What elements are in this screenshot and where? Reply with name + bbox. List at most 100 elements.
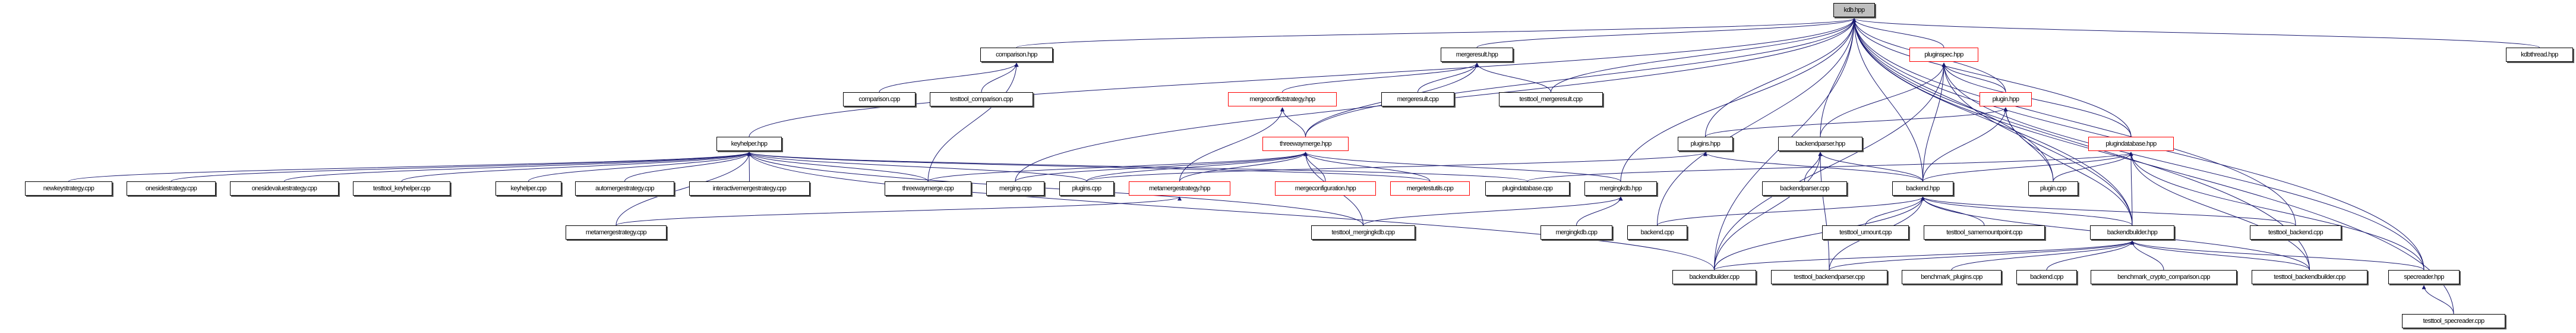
edge-plugins-cpp-to-keyhelper-hpp	[747, 152, 1087, 182]
node-automergestrategy-cpp[interactable]: automergestrategy.cpp	[575, 181, 674, 196]
edge-plugins-cpp-to-threewaymerge-hpp	[1086, 152, 1308, 182]
edge-threewaymerge-hpp-to-kdb-hpp	[1305, 18, 1857, 137]
node-kdb-hpp[interactable]: kdb.hpp	[1833, 3, 1875, 17]
edge-plugindatabase-hpp-to-kdb-hpp	[1852, 18, 2132, 137]
node-comparison-cpp[interactable]: comparison.cpp	[843, 92, 916, 106]
node-backendbuilder-hpp[interactable]: backendbuilder.hpp	[2090, 225, 2174, 240]
node-keyhelper-hpp[interactable]: keyhelper.hpp	[716, 137, 782, 151]
edge-mergetestutils-cpp-to-threewaymerge-hpp	[1303, 152, 1431, 182]
edge-testtool-umount-cpp-to-backend-hpp	[1865, 196, 1925, 226]
edge-backendbuilder-hpp-to-backend-hpp	[1921, 196, 2133, 226]
node-backend-cpp-b[interactable]: backend.cpp	[2016, 270, 2077, 284]
edge-backend-hpp-to-backendparser-hpp	[1818, 152, 1923, 182]
node-onesidevaluestrategy-cpp[interactable]: onesidevaluestrategy.cpp	[230, 181, 339, 196]
node-backend-hpp[interactable]: backend.hpp	[1892, 181, 1953, 196]
edge-backend-hpp-to-plugins-hpp	[1703, 152, 1923, 182]
edge-testtool-backend-cpp-to-kdb-hpp	[1852, 18, 2296, 226]
edge-metamergestrategy-hpp-to-threewaymerge-hpp	[1179, 152, 1308, 182]
edge-plugins-cpp-to-plugins-hpp	[1086, 152, 1707, 182]
node-testtool-umount-cpp[interactable]: testtool_umount.cpp	[1822, 225, 1909, 240]
edge-testtool-backendparser-cpp-to-backendparser-hpp	[1818, 152, 1830, 271]
node-threewaymerge-cpp[interactable]: threewaymerge.cpp	[885, 181, 971, 196]
node-newkeystrategy-cpp[interactable]: newkeystrategy.cpp	[25, 181, 112, 196]
edge-metamergestrategy-cpp-to-keyhelper-hpp	[615, 152, 752, 226]
node-mergeresult-cpp[interactable]: mergeresult.cpp	[1381, 92, 1454, 106]
node-threewaymerge-hpp[interactable]: threewaymerge.hpp	[1262, 137, 1349, 151]
edge-testtool-comparison-cpp-to-comparison-hpp	[981, 62, 1019, 93]
node-comparison-hpp[interactable]: comparison.hpp	[980, 48, 1053, 62]
node-backendparser-hpp[interactable]: backendparser.hpp	[1778, 137, 1862, 151]
node-testtool-mergeresult-cpp[interactable]: testtool_mergeresult.cpp	[1499, 92, 1603, 106]
node-testtool-mergingkdb-cpp[interactable]: testtool_mergingkdb.cpp	[1311, 225, 1415, 240]
node-plugindatabase-hpp[interactable]: plugindatabase.hpp	[2088, 137, 2174, 151]
edge-backendbuilder-cpp-to-backendparser-hpp	[1714, 152, 1823, 271]
edge-plugindatabase-cpp-to-plugindatabase-hpp	[1527, 152, 2133, 182]
edge-backendbuilder-cpp-to-backend-hpp	[1714, 196, 1925, 271]
edge-benchmark-crypto-comparison-cpp-to-backendbuilder-hpp	[2130, 240, 2164, 271]
node-testtool-backend-cpp[interactable]: testtool_backend.cpp	[2250, 225, 2341, 240]
node-testtool-samemountpoint-cpp[interactable]: testtool_samemountpoint.cpp	[1924, 225, 2045, 240]
node-testtool-keyhelper-cpp[interactable]: testtool_keyhelper.cpp	[353, 181, 450, 196]
edge-mergingkdb-hpp-to-kdb-hpp	[1620, 18, 1857, 182]
node-specreader-hpp[interactable]: specreader.hpp	[2388, 270, 2460, 284]
edge-backendbuilder-cpp-to-backendbuilder-hpp	[1714, 240, 2135, 271]
node-merging-cpp[interactable]: merging.cpp	[986, 181, 1044, 196]
edge-comparison-cpp-to-comparison-hpp	[879, 62, 1019, 93]
edge-comparison-hpp-to-kdb-hpp	[1016, 18, 1857, 48]
edge-specreader-hpp-to-backendbuilder-hpp	[2130, 240, 2425, 271]
edge-onesidestrategy-cpp-to-keyhelper-hpp	[171, 152, 752, 182]
node-mergetestutils-cpp[interactable]: mergetestutils.cpp	[1390, 181, 1470, 196]
edge-backend-hpp-to-kdb-hpp	[1852, 18, 1923, 182]
node-onesidestrategy-cpp[interactable]: onesidestrategy.cpp	[127, 181, 216, 196]
node-plugins-hpp[interactable]: plugins.hpp	[1678, 137, 1733, 151]
edge-metamergestrategy-hpp-to-mergeconflictstrategy-hpp	[1179, 107, 1284, 182]
edge-mergeresult-cpp-to-mergeresult-hpp	[1418, 62, 1479, 93]
node-testtool-backendparser-cpp[interactable]: testtool_backendparser.cpp	[1771, 270, 1887, 284]
node-keyhelper-cpp[interactable]: keyhelper.cpp	[495, 181, 561, 196]
edge-onesidevaluestrategy-cpp-to-keyhelper-hpp	[284, 152, 752, 182]
edge-backend-cpp-a-to-backend-hpp	[1657, 196, 1925, 226]
edge-testtool-backendbuilder-cpp-to-backendbuilder-hpp	[2130, 240, 2310, 271]
edge-mergeconfiguration-hpp-to-threewaymerge-hpp	[1303, 152, 1326, 182]
node-mergeresult-hpp[interactable]: mergeresult.hpp	[1441, 48, 1513, 62]
edge-testtool-specreader-cpp-to-specreader-hpp	[2422, 285, 2454, 315]
edge-testtool-backendparser-cpp-to-backendbuilder-hpp	[1829, 240, 2135, 271]
node-plugin-hpp[interactable]: plugin.hpp	[1980, 92, 2032, 106]
node-mergingkdb-cpp[interactable]: mergingkdb.cpp	[1540, 225, 1612, 240]
node-plugindatabase-cpp[interactable]: plugindatabase.cpp	[1485, 181, 1570, 196]
node-testtool-comparison-cpp[interactable]: testtool_comparison.cpp	[930, 92, 1033, 106]
node-metamergestrategy-cpp[interactable]: metamergestrategy.cpp	[566, 225, 667, 240]
node-mergeconfiguration-hpp[interactable]: mergeconfiguration.hpp	[1275, 181, 1376, 196]
node-pluginspec-hpp[interactable]: pluginspec.hpp	[1909, 48, 1978, 62]
node-benchmark-crypto-comparison-cpp[interactable]: benchmark_crypto_comparison.cpp	[2091, 270, 2237, 284]
edge-keyhelper-cpp-to-keyhelper-hpp	[528, 152, 752, 182]
edge-backendbuilder-hpp-to-plugindatabase-hpp	[2129, 152, 2133, 226]
edge-backend-hpp-to-pluginspec-hpp	[1922, 62, 1946, 182]
node-mergingkdb-hpp[interactable]: mergingkdb.hpp	[1584, 181, 1657, 196]
node-backendparser-cpp[interactable]: backendparser.cpp	[1762, 181, 1847, 196]
node-backendbuilder-cpp[interactable]: backendbuilder.cpp	[1672, 270, 1756, 284]
edge-automergestrategy-cpp-to-keyhelper-hpp	[624, 152, 752, 182]
node-plugin-cpp[interactable]: plugin.cpp	[2028, 181, 2078, 196]
node-backend-cpp-a[interactable]: backend.cpp	[1627, 225, 1687, 240]
edge-backendbuilder-hpp-to-plugin-hpp	[2003, 107, 2133, 226]
node-mergeconflictstrategy-hpp[interactable]: mergeconflictstrategy.hpp	[1228, 92, 1337, 106]
edge-plugindatabase-cpp-to-keyhelper-hpp	[747, 152, 1528, 182]
node-plugins-cpp[interactable]: plugins.cpp	[1059, 181, 1114, 196]
edge-keyhelper-hpp-to-kdb-hpp	[749, 18, 1857, 137]
node-testtool-backendbuilder-cpp[interactable]: testtool_backendbuilder.cpp	[2252, 270, 2367, 284]
node-benchmark-plugins-cpp[interactable]: benchmark_plugins.cpp	[1902, 270, 2002, 284]
edge-backend-cpp-a-to-kdb-hpp	[1657, 18, 1857, 226]
edge-testtool-specreader-cpp-to-kdb-hpp	[1852, 18, 2454, 315]
node-metamergestrategy-hpp[interactable]: metamergestrategy.hpp	[1129, 181, 1230, 196]
edge-specreader-hpp-to-plugindatabase-hpp	[2129, 152, 2425, 271]
edge-testtool-mergeresult-cpp-to-mergeresult-hpp	[1475, 62, 1551, 93]
node-testtool-specreader-cpp[interactable]: testtool_specreader.cpp	[2402, 314, 2505, 328]
edge-testtool-backendbuilder-cpp-to-kdb-hpp	[1852, 18, 2310, 271]
edge-threewaymerge-hpp-to-mergeconflictstrategy-hpp	[1280, 107, 1306, 137]
node-kdbthread-hpp[interactable]: kdbthread.hpp	[2506, 48, 2573, 62]
edge-newkeystrategy-cpp-to-keyhelper-hpp	[68, 152, 752, 182]
node-interactivemergestrategy-cpp[interactable]: interactivemergestrategy.cpp	[689, 181, 810, 196]
edge-pluginspec-hpp-to-kdb-hpp	[1852, 18, 1944, 48]
edge-backend-hpp-to-plugindatabase-hpp	[1922, 152, 2133, 182]
